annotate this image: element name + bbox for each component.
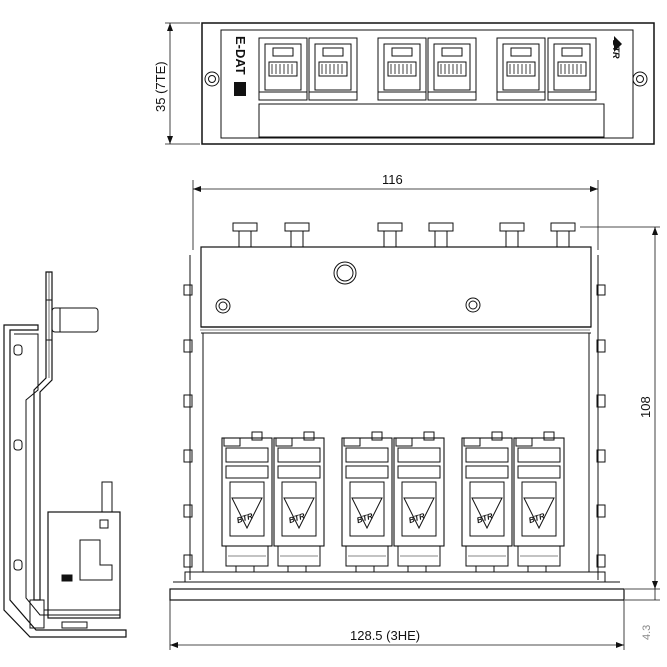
panel-port-group bbox=[258, 37, 597, 101]
panel-port bbox=[308, 37, 358, 101]
front-panel-outline bbox=[201, 22, 655, 145]
keystone-jack: BTR bbox=[461, 431, 513, 573]
left-rail-tabs bbox=[183, 284, 193, 568]
front-elevation-view: 116 bbox=[169, 172, 660, 650]
panel-port bbox=[547, 37, 597, 101]
keystone-jack: BTR bbox=[273, 431, 325, 573]
front-panel-logo-triangle bbox=[614, 36, 622, 52]
dimension-height-top: 35 (7TE) bbox=[153, 22, 200, 145]
brand-black-block bbox=[234, 82, 246, 96]
side-view bbox=[3, 271, 127, 638]
dimension-label-128-5: 128.5 (3HE) bbox=[350, 628, 420, 643]
right-plate-hole bbox=[465, 297, 481, 313]
center-hole bbox=[333, 261, 357, 285]
dimension-label-4-3: 4.3 bbox=[641, 625, 653, 640]
keystone-jack: BTR bbox=[221, 431, 273, 573]
keystone-jack: BTR bbox=[393, 431, 445, 573]
panel-port bbox=[377, 37, 427, 101]
side-screw bbox=[51, 307, 99, 333]
mounting-pin bbox=[232, 222, 258, 248]
side-module-detail bbox=[79, 539, 113, 581]
keystone-jack: BTR bbox=[513, 431, 565, 573]
mounting-pin bbox=[550, 222, 576, 248]
dimension-height-front: 108 bbox=[580, 226, 660, 590]
dimension-label-35: 35 (7TE) bbox=[153, 61, 168, 112]
panel-port bbox=[258, 37, 308, 101]
front-panel-brand: E-DAT bbox=[233, 36, 248, 75]
front-panel-bottom-slot bbox=[258, 103, 605, 138]
base-strip bbox=[184, 571, 606, 583]
dimension-offset: 4.3 bbox=[625, 589, 660, 640]
mounting-pin bbox=[284, 222, 310, 248]
base-plate bbox=[169, 588, 625, 601]
left-panel-screw-inner bbox=[208, 75, 216, 83]
right-panel-screw bbox=[632, 71, 648, 87]
panel-port bbox=[496, 37, 546, 101]
center-hole-inner bbox=[336, 264, 354, 282]
mounting-pin bbox=[499, 222, 525, 248]
side-screw-head bbox=[45, 299, 53, 341]
keystone-jack: BTR bbox=[341, 431, 393, 573]
side-module-body bbox=[47, 511, 121, 619]
dimension-width-bottom: 128.5 (3HE) bbox=[169, 600, 625, 650]
side-profile-outer bbox=[3, 324, 127, 638]
left-plate-hole-inner bbox=[218, 301, 228, 311]
right-rail-tabs bbox=[596, 284, 606, 568]
side-module-latch bbox=[101, 481, 113, 513]
mounting-pin bbox=[377, 222, 403, 248]
side-profile-inner bbox=[14, 333, 120, 616]
top-pin-group bbox=[232, 222, 576, 248]
dimension-label-108: 108 bbox=[638, 396, 653, 418]
mounting-pin bbox=[428, 222, 454, 248]
front-panel-inner bbox=[220, 29, 634, 139]
left-plate-hole bbox=[215, 298, 231, 314]
right-plate-hole-inner bbox=[468, 300, 478, 310]
dimension-width-inner: 116 bbox=[192, 172, 599, 250]
panel-port bbox=[427, 37, 477, 101]
mounting-plate bbox=[200, 246, 592, 328]
left-panel-screw bbox=[204, 71, 220, 87]
right-panel-screw-inner bbox=[636, 75, 644, 83]
front-panel-view: E-DAT BTR bbox=[201, 22, 655, 145]
dimension-label-116: 116 bbox=[382, 172, 403, 187]
